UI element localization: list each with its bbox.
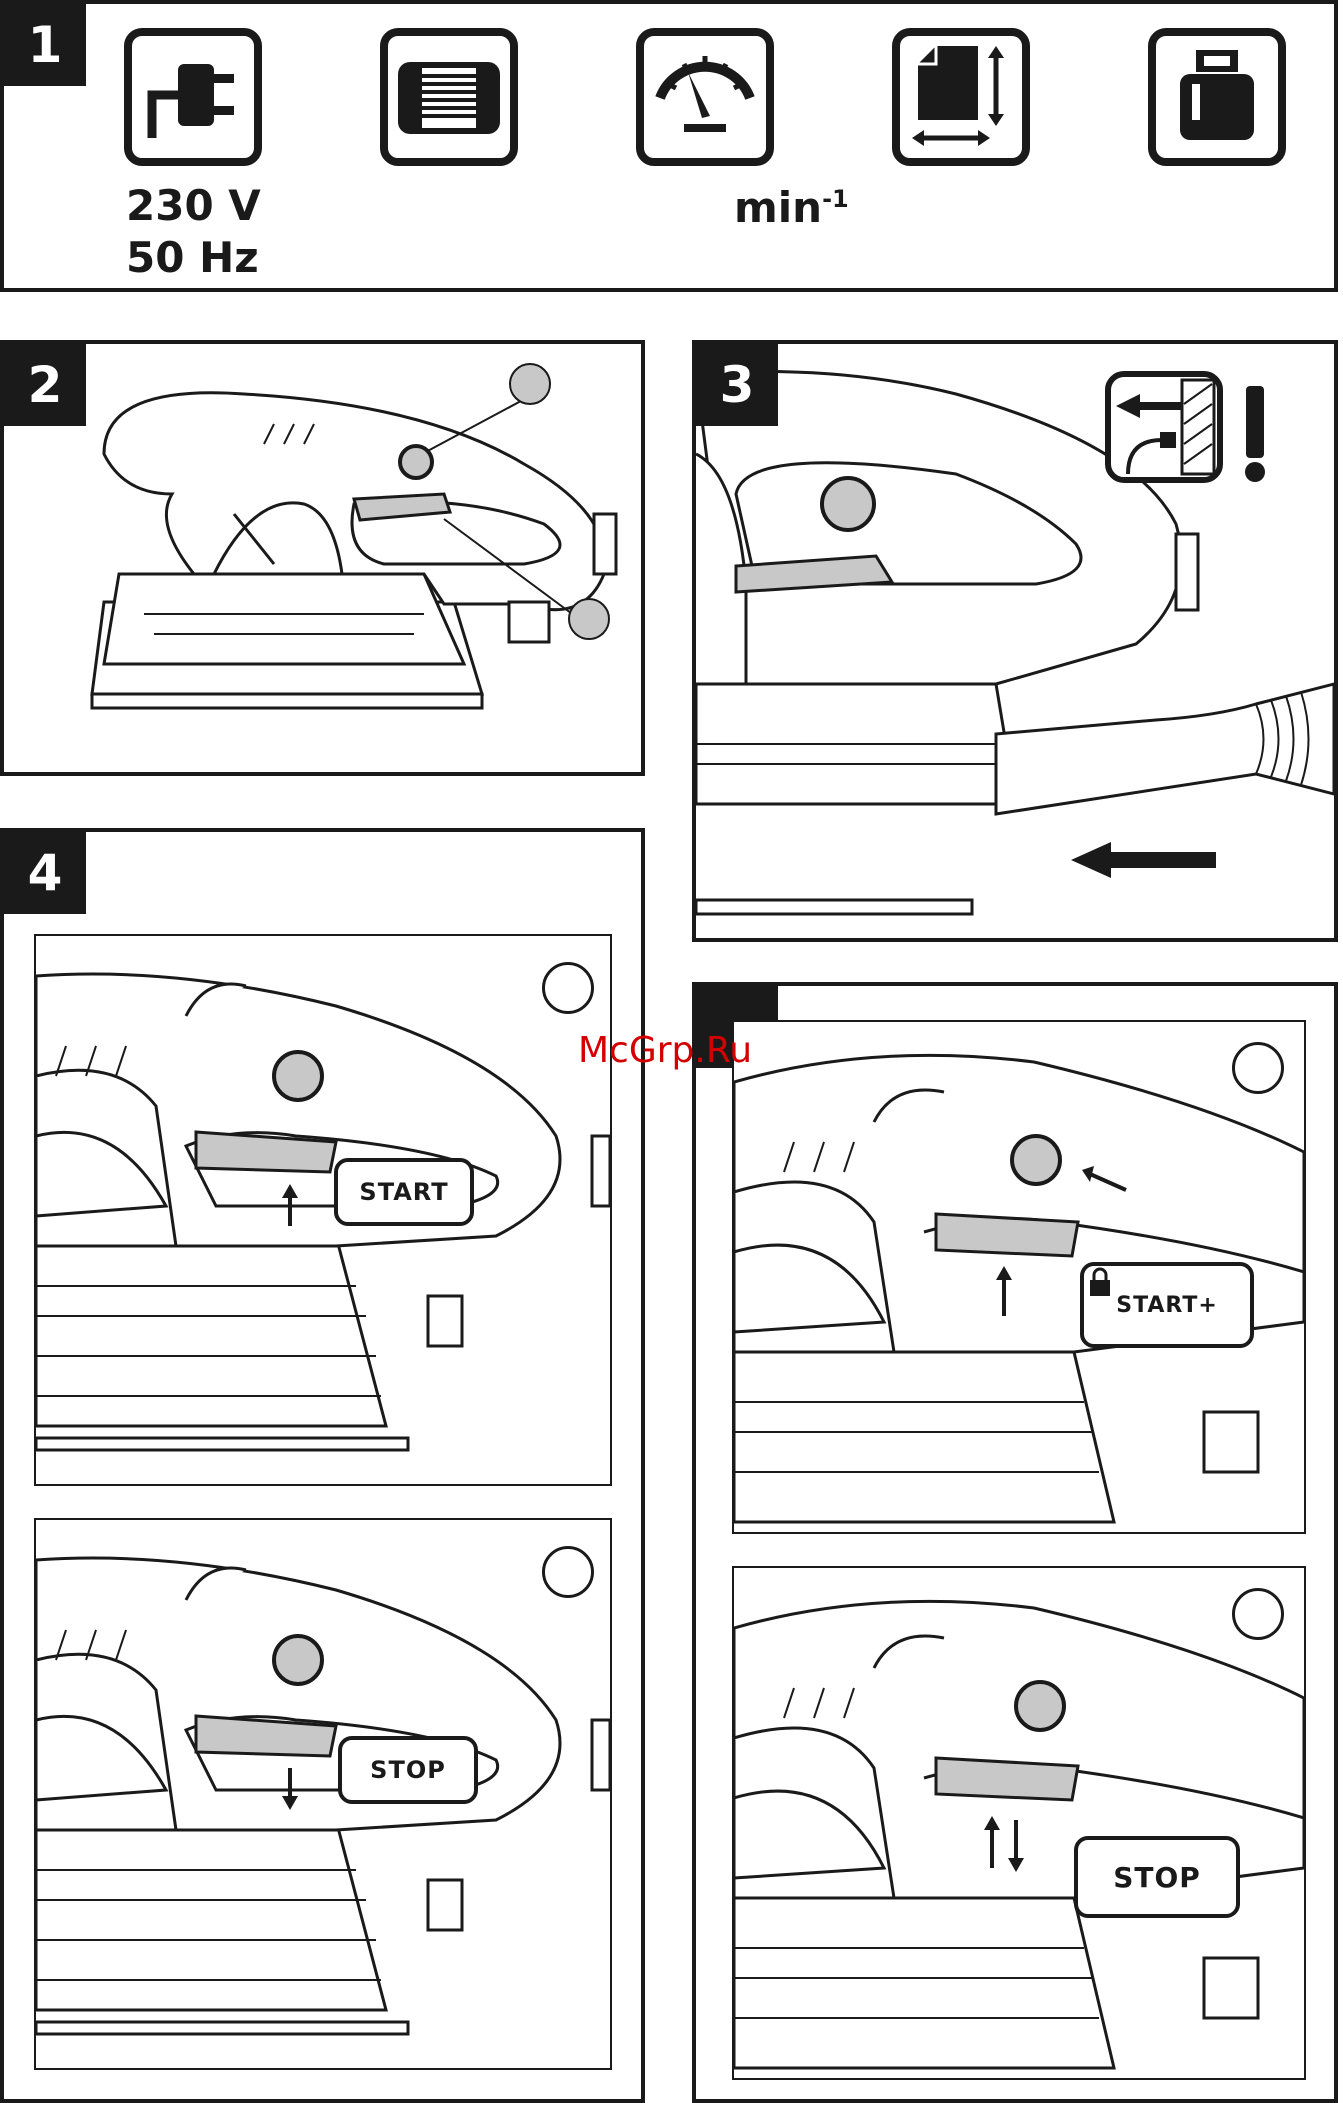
panel-1-specifications: 1 [0,0,1338,292]
panel-2-parts-overview: 2 [0,340,645,776]
speed-unit: min-1 [734,182,849,234]
unplug-warning-icon [1108,374,1265,482]
start-lock-label: START+ [1080,1262,1254,1348]
weight-icon [1148,28,1286,166]
speed-unit-base: min [734,183,822,232]
speed-unit-exponent: -1 [822,185,849,213]
stop-sub-panel: STOP [34,1518,612,2070]
start-sub-panel: START [34,934,612,1486]
power-plug-icon [124,28,262,166]
sander-start-illustration [36,936,610,1484]
stop-label: STOP [338,1736,478,1804]
stop-locked-label: STOP [1074,1836,1240,1918]
panel-5-switch-lock: START+ [692,982,1338,2103]
start-lock-text: START+ [1116,1293,1218,1318]
result-circle [542,1546,594,1598]
result-circle [1232,1588,1284,1640]
sander-side-view-illustration [4,344,641,772]
stop-locked-sub-panel: STOP [732,1566,1306,2080]
watermark: McGrp.Ru [578,1030,752,1071]
panel-3-dust-extraction: 3 [692,340,1338,942]
panel-number: 1 [4,4,86,86]
panel-number: 2 [4,344,86,426]
panel-number: 3 [696,344,778,426]
sander-stop-illustration [36,1520,610,2068]
sander-unlock-illustration [734,1568,1304,2078]
start-label: START [334,1158,474,1226]
panel-4-switch-operation: 4 START [0,828,645,2103]
frequency-value: 50 Hz [126,232,259,284]
voltage-value: 230 V [126,180,261,232]
start-lock-sub-panel: START+ [732,1020,1306,1534]
speedometer-icon [636,28,774,166]
padlock-icon [1088,1266,1112,1298]
result-circle [542,962,594,1014]
sheet-size-icon [892,28,1030,166]
result-circle [1232,1042,1284,1094]
panel-number: 4 [4,832,86,914]
motor-icon [380,28,518,166]
sander-hose-connection-illustration [696,344,1334,938]
